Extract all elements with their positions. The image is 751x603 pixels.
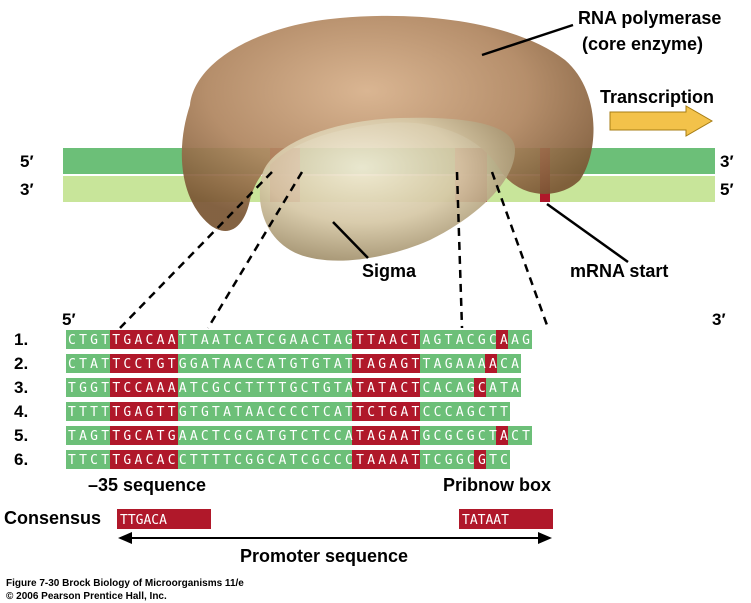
consensus-label: Consensus <box>4 508 101 528</box>
pribnow-box <box>352 450 420 469</box>
minus35-box <box>110 330 178 349</box>
promoter-double-arrow <box>118 532 552 544</box>
transcription-arrow-icon <box>609 105 714 137</box>
pribnow-label: Pribnow box <box>443 475 551 495</box>
figure-caption-line1: Figure 7-30 Brock Biology of Microorgani… <box>6 578 244 589</box>
sequence-number: 4. <box>14 402 28 421</box>
pribnow-box <box>352 354 420 373</box>
sequence-number: 6. <box>14 450 28 469</box>
pribnow-box <box>352 426 420 445</box>
pribnow-box <box>352 330 420 349</box>
top-strand-3prime: 3′ <box>720 152 734 171</box>
sequence-text: TGGTTCCAAAATCGCCTTTTGCTGTATATACTCACAGCAT… <box>68 381 519 396</box>
bottom-strand-5prime: 5′ <box>720 180 734 199</box>
sequence-number: 2. <box>14 354 28 373</box>
pribnow-box <box>352 378 420 397</box>
consensus-minus35-box <box>117 509 211 529</box>
minus35-box <box>110 378 178 397</box>
sigma-label: Sigma <box>362 261 417 281</box>
top-strand-5prime: 5′ <box>20 152 34 171</box>
consensus-pribnow-seq: TATAAT <box>462 513 509 528</box>
minus35-box <box>110 426 178 445</box>
consensus-pribnow-box <box>459 509 553 529</box>
sequence-number: 3. <box>14 378 28 397</box>
minus35-box <box>110 402 178 421</box>
sequence-rows: 1.CTGTTGACAATTAATCATCGAACTAGTTAACTAGTACG… <box>14 330 532 469</box>
minus35-label: –35 sequence <box>88 475 206 495</box>
sequence-number: 1. <box>14 330 28 349</box>
seq-5prime-label: 5′ <box>62 310 76 329</box>
figure-caption-line2: © 2006 Pearson Prentice Hall, Inc. <box>6 591 167 602</box>
minus35-box <box>110 450 178 469</box>
sequence-text: CTATTCCTGTGGATAACCATGTGTATTAGAGTTAGAAAAC… <box>68 357 519 372</box>
seq-3prime-label: 3′ <box>712 310 726 329</box>
mrna-start-label: mRNA start <box>570 261 668 281</box>
mrna-start-pointer <box>546 202 629 264</box>
projection-lines <box>119 171 550 329</box>
consensus-minus35-seq: TTGACA <box>120 513 167 528</box>
polymerase-pointer <box>481 23 574 57</box>
sigma-pointer <box>332 221 369 259</box>
rna-polymerase-shape <box>181 15 594 231</box>
polymerase-label-line1: RNA polymerase <box>578 8 721 28</box>
bottom-strand-3prime: 3′ <box>20 180 34 199</box>
mrna-start-base <box>474 450 486 469</box>
polymerase-label-line2: (core enzyme) <box>582 34 703 54</box>
minus35-box <box>110 354 178 373</box>
mrna-start-base <box>496 426 508 445</box>
sequence-number: 5. <box>14 426 28 445</box>
sigma-factor-shape <box>259 117 515 261</box>
mrna-start-base <box>474 378 486 397</box>
transcription-label: Transcription <box>600 87 714 107</box>
mrna-start-base <box>485 354 497 373</box>
mrna-start-base <box>496 330 508 349</box>
promoter-label: Promoter sequence <box>240 546 408 566</box>
pribnow-box <box>352 402 420 421</box>
